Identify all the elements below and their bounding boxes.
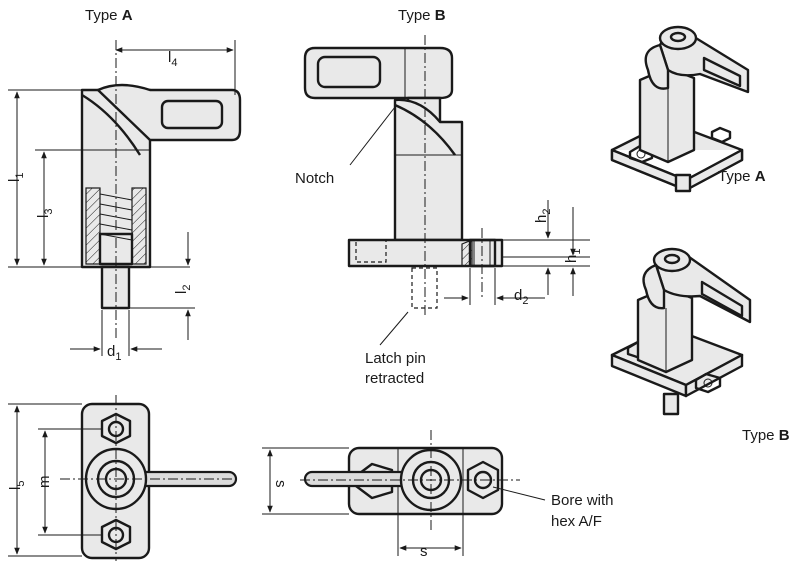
dim-s-vertical: s [272, 480, 289, 488]
bore-label-2: hex A/F [551, 513, 602, 530]
dim-d2: d2 [514, 287, 528, 307]
type-a-isometric: Type A [610, 25, 766, 193]
iso-b-label: Type B [742, 427, 790, 444]
dim-s-horizontal: s [420, 543, 428, 560]
type-a-title: Type A [85, 7, 133, 24]
dim-l2: l2 [173, 285, 193, 294]
type-b-title: Type B [398, 7, 446, 24]
type-a-wall-right [131, 187, 147, 265]
latch-pin-label-1: Latch pin [365, 350, 426, 367]
dim-m: m [36, 476, 53, 489]
type-a-handle-slot [160, 99, 224, 130]
type-b-body [393, 98, 464, 242]
dim-l3: l3 [35, 209, 55, 218]
dim-l1: l1 [6, 173, 26, 182]
latch-pin-label-2: retracted [365, 370, 424, 387]
bore-label-1: Bore with [551, 492, 614, 509]
type-b-handle [303, 46, 454, 100]
type-a-handle [96, 83, 242, 142]
type-b-top-view: s s Bore with hex A/F [262, 430, 614, 560]
type-a-top-view: l5 m [7, 395, 240, 561]
type-b-handle-slot [316, 55, 382, 89]
type-a-wall-left [85, 187, 101, 265]
dim-h1: h1 [563, 249, 583, 263]
type-a-side-view: Type A l4 l1 l3 l2 [6, 7, 242, 363]
iso-a-label: Type A [718, 168, 766, 185]
dim-h2: h2 [533, 209, 553, 223]
type-b-isometric: Type B [610, 247, 790, 444]
dim-l5: l5 [7, 481, 27, 490]
type-b-top-handle [303, 470, 417, 488]
notch-label: Notch [295, 170, 334, 187]
dim-l4: l4 [168, 49, 177, 69]
type-b-side-view: Type B Notch Latch pin retracted [295, 7, 590, 387]
dim-d1: d1 [107, 343, 121, 363]
